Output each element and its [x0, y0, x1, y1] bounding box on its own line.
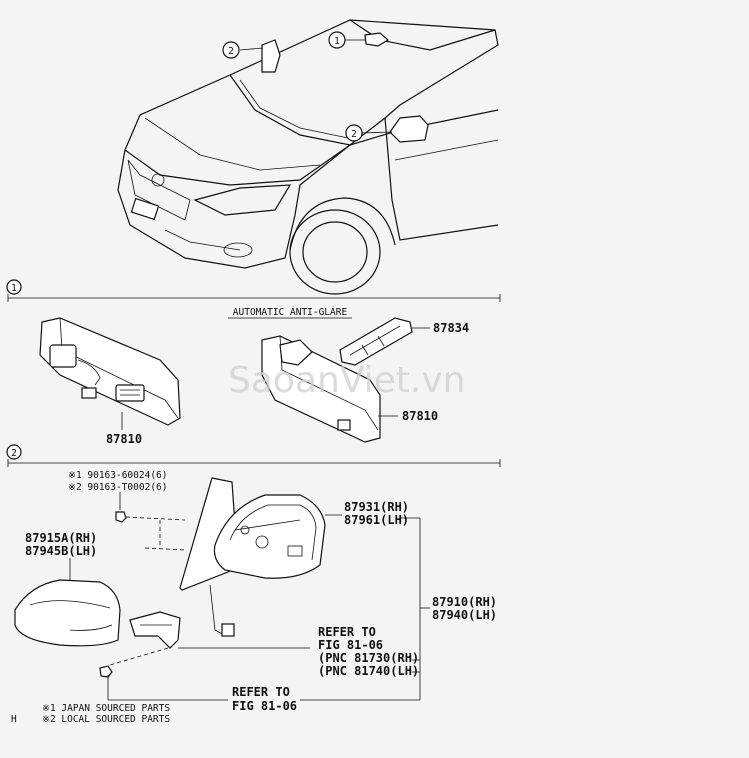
inner-mirror-left	[39, 317, 181, 430]
callout-2-car-side: 2	[345, 124, 363, 142]
part-87810-right: 87810	[402, 409, 438, 423]
bolt-label-2: ※2 90163-T0002(6)	[68, 482, 167, 493]
bolt-top	[115, 511, 127, 523]
part-cover-rh: 87915A(RH)	[25, 531, 97, 545]
mirror-cover	[14, 579, 121, 647]
refer1-line1: REFER TO	[318, 625, 376, 639]
section-1-divider: 1	[6, 279, 501, 302]
bolt-bottom	[99, 665, 113, 678]
callout-2-car-top: 2	[222, 41, 240, 59]
refer2-line2: FIG 81-06	[232, 699, 297, 713]
section-2-divider: 2	[6, 444, 501, 467]
mirror-housing	[209, 494, 326, 637]
part-87834: 87834	[433, 321, 469, 335]
mirror-bracket	[339, 317, 430, 366]
refer1-line2: FIG 81-06	[318, 638, 383, 652]
svg-text:2: 2	[351, 129, 357, 140]
refer1-line3: (PNC 81730(RH)	[318, 651, 419, 665]
part-cover-lh: 87945B(LH)	[25, 544, 97, 558]
section-2-marker: 2	[11, 448, 17, 459]
inner-mirror-right	[261, 335, 398, 443]
mirror-base	[129, 611, 181, 649]
svg-text:2: 2	[228, 46, 234, 57]
part-87810-left: 87810	[106, 432, 142, 446]
bolt-label-1: ※1 90163-60024(6)	[68, 470, 167, 481]
refer1-line4: (PNC 81740(LH)	[318, 664, 419, 678]
car-illustration	[117, 19, 499, 295]
note-japan-sourced: ※1 JAPAN SOURCED PARTS	[42, 703, 170, 714]
corner-mark: H	[11, 714, 17, 725]
note-local-sourced: ※2 LOCAL SOURCED PARTS	[42, 714, 170, 725]
part-glass-lh: 87961(LH)	[344, 513, 409, 527]
watermark: SaoanViet.vn	[228, 360, 465, 401]
part-glass-rh: 87931(RH)	[344, 500, 409, 514]
callout-1-car: 1	[328, 31, 346, 49]
anti-glare-header: AUTOMATIC ANTI-GLARE	[233, 307, 348, 318]
section-1-marker: 1	[11, 283, 17, 294]
part-assy-rh: 87910(RH)	[432, 595, 497, 609]
refer2-line1: REFER TO	[232, 685, 290, 699]
svg-text:1: 1	[334, 36, 340, 47]
part-assy-lh: 87940(LH)	[432, 608, 497, 622]
